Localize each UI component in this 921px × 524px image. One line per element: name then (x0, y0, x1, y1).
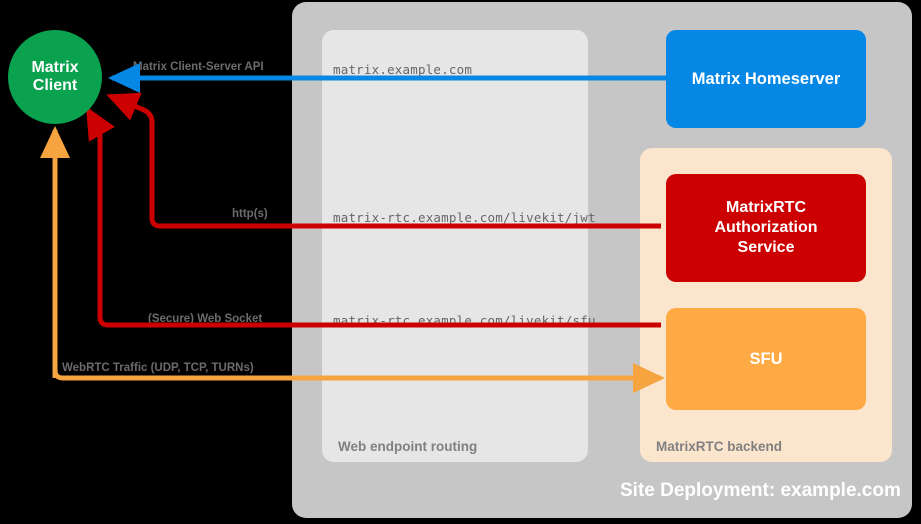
endpoint-label-livekit-jwt: matrix-rtc.example.com/livekit/jwt (333, 210, 596, 225)
edge-label-websocket: (Secure) Web Socket (148, 313, 263, 325)
node-matrix-client[interactable]: Matrix Client (8, 30, 102, 124)
edge-https (106, 92, 661, 229)
auth-service-label-line1: MatrixRTC (725, 199, 806, 216)
site-deployment-caption: Site Deployment: example.com (620, 480, 901, 501)
node-sfu[interactable]: SFU (666, 308, 866, 410)
endpoint-label-matrix: matrix.example.com (333, 62, 473, 77)
edge-label-https: http(s) (232, 208, 268, 220)
edge-label-client-server-api: Matrix Client-Server API (133, 61, 264, 73)
node-matrixrtc-authorization-service[interactable]: MatrixRTC Authorization Service (666, 174, 866, 282)
edge-webrtc-traffic (40, 125, 666, 393)
edge-websocket (85, 106, 661, 328)
web-endpoint-routing-caption: Web endpoint routing (338, 439, 478, 454)
edge-label-webrtc-traffic: WebRTC Traffic (UDP, TCP, TURNs) (62, 362, 254, 374)
node-matrix-homeserver[interactable]: Matrix Homeserver (666, 30, 866, 128)
auth-service-label-line2: Authorization (714, 219, 818, 236)
web-endpoint-routing-container (322, 30, 588, 462)
matrix-client-label-line2: Client (32, 77, 78, 94)
auth-service-label-line3: Service (737, 239, 795, 256)
matrix-homeserver-label: Matrix Homeserver (691, 69, 841, 88)
sfu-label: SFU (749, 349, 783, 368)
matrix-client-label-line1: Matrix (31, 59, 79, 77)
matrixrtc-backend-caption: MatrixRTC backend (656, 439, 783, 454)
